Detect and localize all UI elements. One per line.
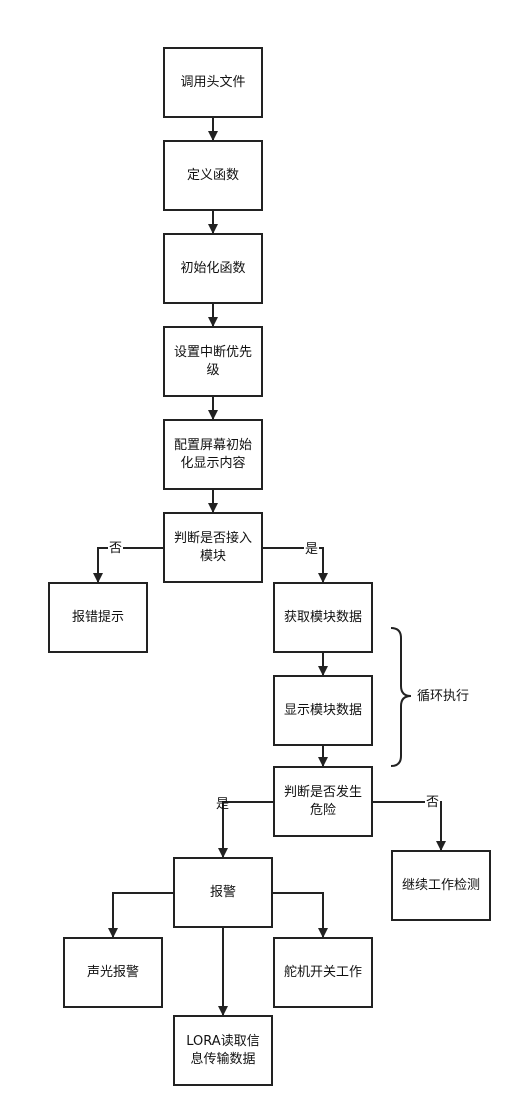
node-label: 舵机开关工作: [283, 964, 362, 980]
label-module-no: 否: [108, 541, 124, 557]
node-label: 判断是否接入模块: [173, 530, 252, 564]
label-module-yes: 是: [304, 542, 320, 558]
node-continue-detection: 继续工作检测: [391, 850, 491, 921]
node-error-prompt: 报错提示: [48, 582, 148, 653]
node-check-module-connected: 判断是否接入模块: [163, 512, 263, 583]
node-include-headers: 调用头文件: [163, 47, 263, 118]
node-label: 报错提示: [71, 609, 124, 625]
node-alarm: 报警: [173, 857, 273, 928]
node-label: 报警: [209, 884, 236, 900]
node-sound-light-alarm: 声光报警: [63, 937, 163, 1008]
loop-brace: [390, 627, 412, 767]
node-label: 继续工作检测: [401, 877, 480, 893]
label-danger-no: 否: [425, 795, 441, 811]
node-label: 显示模块数据: [283, 702, 362, 718]
node-label: 初始化函数: [180, 260, 246, 276]
edge-danger-no: [373, 801, 446, 851]
edge-check-no: [93, 547, 163, 583]
node-show-module-data: 显示模块数据: [273, 675, 373, 746]
node-label: 声光报警: [86, 964, 139, 980]
node-label: 设置中断优先级: [173, 344, 252, 378]
node-label: 配置屏幕初始化显示内容: [173, 437, 252, 471]
node-label: 判断是否发生危险: [283, 784, 362, 818]
label-danger-yes: 是: [216, 797, 230, 812]
node-label: 定义函数: [186, 167, 239, 183]
edge-alarm-to-sound: [108, 892, 173, 938]
label-loop: 循环执行: [417, 689, 470, 704]
node-servo-switch: 舵机开关工作: [273, 937, 373, 1008]
node-label: 调用头文件: [180, 74, 246, 90]
edge-alarm-to-servo: [273, 892, 328, 938]
node-label: LORA读取信息传输数据: [186, 1033, 260, 1067]
node-label: 获取模块数据: [283, 609, 362, 625]
node-init-functions: 初始化函数: [163, 233, 263, 304]
node-get-module-data: 获取模块数据: [273, 582, 373, 653]
node-check-danger: 判断是否发生危险: [273, 766, 373, 837]
node-define-functions: 定义函数: [163, 140, 263, 211]
node-lora-transfer: LORA读取信息传输数据: [173, 1015, 273, 1086]
node-config-screen-display: 配置屏幕初始化显示内容: [163, 419, 263, 490]
edge-danger-yes: [218, 801, 273, 858]
edge-check-yes: [263, 547, 328, 583]
node-set-interrupt-priority: 设置中断优先级: [163, 326, 263, 397]
